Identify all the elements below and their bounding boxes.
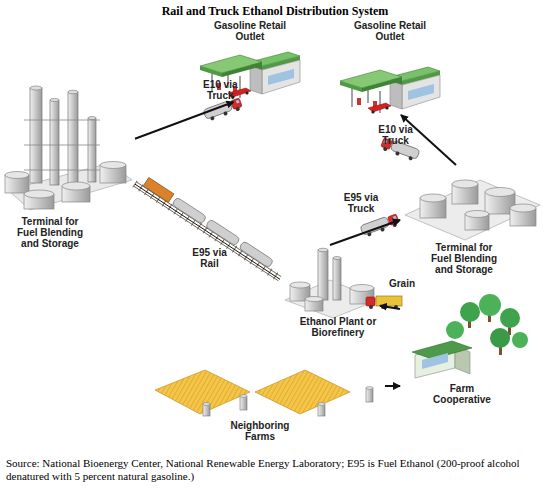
facility-node: Gasoline Retail Outlet (335, 20, 445, 115)
flow-label: E95 via Truck (337, 192, 385, 214)
neighboring-farms (155, 370, 373, 416)
terminal-right (405, 180, 540, 240)
refinery-terminal-left-part (62, 182, 90, 190)
neighboring-farms-part (366, 387, 373, 390)
terminal-right-part (485, 188, 515, 197)
flow-label: E10 via Truck (372, 124, 420, 146)
grain-truck-part (376, 296, 402, 306)
flow-arrow (401, 115, 456, 165)
farm-cooperative-part (490, 328, 510, 348)
refinery-terminal-left-part (24, 170, 100, 171)
neighboring-farms-part (240, 396, 247, 410)
ethanol-plant (285, 248, 378, 318)
tanker-truck (360, 213, 400, 238)
neighboring-farms-part (255, 370, 350, 414)
refinery-terminal-left-part (5, 172, 29, 179)
gas-station-right (340, 67, 440, 114)
facility-label: Gasoline Retail Outlet (347, 20, 433, 42)
farm-cooperative-part (460, 302, 480, 322)
farm-cooperative-part (512, 332, 528, 348)
grain-truck-part (369, 305, 373, 309)
terminal-right-part (510, 204, 536, 212)
neighboring-farms-part (155, 370, 250, 414)
ethanol-plant-part (318, 250, 328, 300)
farm-cooperative-part (422, 353, 448, 369)
rail-track (133, 173, 287, 282)
terminal-right-part (405, 180, 540, 240)
refinery-terminal-left-part (30, 88, 42, 183)
diagram-title: Rail and Truck Ethanol Distribution Syst… (0, 4, 550, 19)
rail-track-part (143, 178, 174, 203)
facility-node: Terminal for Fuel Blending and Storage (5, 80, 135, 248)
neighboring-farms-part (203, 404, 210, 416)
refinery-terminal-left (5, 86, 132, 210)
farm-cooperative (412, 294, 528, 378)
terminal-right-part (465, 211, 489, 218)
ethanol-plant-part (305, 297, 323, 302)
ethanol-plant-part (318, 248, 328, 252)
flow-arrow (380, 306, 400, 309)
flow-label: E10 via Truck (196, 79, 244, 101)
refinery-terminal-left-part (100, 162, 126, 169)
ethanol-plant-part (285, 280, 378, 318)
facility-label: Farm Cooperative (427, 383, 497, 405)
tanker-trucks (203, 97, 420, 238)
ethanol-plant-part (290, 282, 310, 288)
ethanol-plant-part (350, 285, 374, 292)
refinery-terminal-left-part (24, 145, 100, 146)
gas-station-drawing (340, 67, 440, 114)
refinery-terminal-left-part (50, 100, 59, 185)
facility-label: Neighboring Farms (220, 420, 300, 442)
facility-node: Terminal for Fuel Blending and Storage (400, 165, 540, 265)
grain-truck-part (366, 297, 375, 306)
facility-label: Ethanol Plant or Biorefinery (298, 316, 378, 338)
neighboring-farms-part (240, 395, 247, 398)
facility-node: Farm Cooperative (400, 298, 525, 408)
neighboring-farms-part (203, 403, 210, 406)
facility-node: Neighboring Farms (150, 362, 385, 448)
facility-node: Ethanol Plant or Biorefinery (280, 245, 380, 343)
refinery-terminal-left-part (88, 118, 96, 182)
flow-arrow (330, 220, 400, 245)
rail-track-part (134, 186, 279, 281)
refinery-terminal-left-part (50, 98, 59, 101)
flow-arrow (135, 184, 280, 279)
refinery-terminal-left-part (68, 90, 78, 94)
grain-truck (366, 296, 402, 309)
facility-label: Terminal for Fuel Blending and Storage (425, 242, 503, 275)
terminal-right-part (420, 194, 446, 202)
refinery-terminal-left-part (30, 86, 42, 90)
ethanol-plant-part (333, 257, 341, 260)
farm-cooperative-part (500, 308, 520, 328)
neighboring-farms-part (318, 404, 325, 416)
terminal-right-part (452, 180, 478, 188)
flow-label: Grain (378, 278, 426, 289)
rail-track-part (136, 182, 281, 277)
flow-arrow (135, 102, 234, 139)
source-caption: Source: National Bioenergy Center, Natio… (6, 457, 546, 483)
refinery-terminal-left-part (24, 190, 54, 198)
refinery-terminal-left-part (24, 120, 100, 121)
farm-cooperative-part (479, 294, 501, 316)
flow-label: E95 via Rail (186, 247, 234, 269)
neighboring-farms-part (318, 403, 325, 406)
flow-arrow (385, 385, 400, 387)
ethanol-plant-part (333, 258, 341, 300)
facility-label: Gasoline Retail Outlet (207, 20, 293, 42)
refinery-terminal-left-part (88, 117, 96, 120)
facility-label: Terminal for Fuel Blending and Storage (11, 216, 89, 249)
farm-cooperative-part (446, 321, 464, 339)
neighboring-farms-part (366, 388, 373, 402)
